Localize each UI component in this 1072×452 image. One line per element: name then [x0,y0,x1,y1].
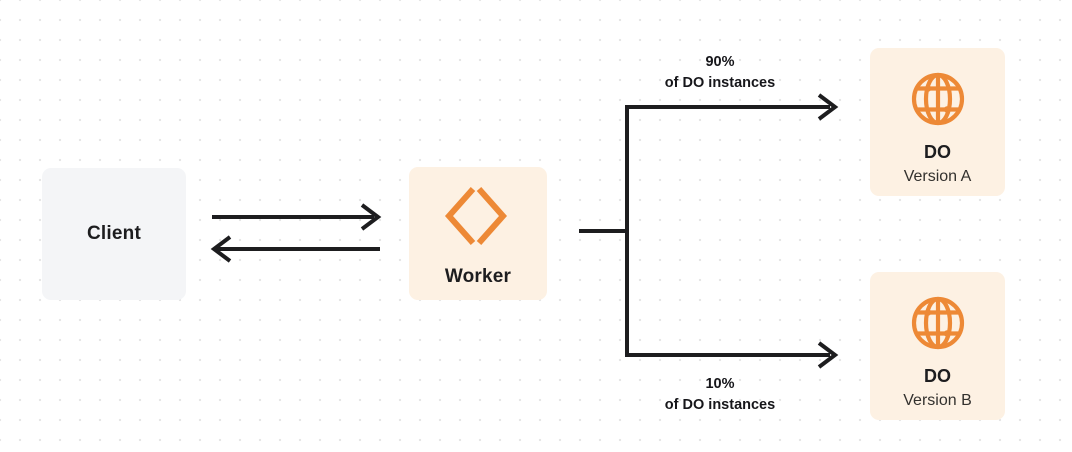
cloudflare-workers-icon [442,185,514,247]
node-do-version-a-label: DO [924,142,951,163]
node-do-version-a-sublabel: Version A [903,167,972,185]
node-do-version-b-label: DO [924,366,951,387]
node-client-label: Client [87,223,141,245]
node-client[interactable]: Client [42,168,186,300]
edge-worker-fork [579,105,629,357]
edge-client-to-worker [212,203,382,231]
edge-worker-to-client [210,235,380,263]
durable-object-globe-icon [909,62,967,128]
durable-object-globe-icon [909,286,967,352]
node-do-version-a[interactable]: DO Version A [870,48,1005,196]
edge-label-10-percent-value: 10% [705,376,735,392]
edge-label-10-percent: 10% of DO instances [630,374,810,416]
edge-label-90-percent-caption: of DO instances [664,75,776,92]
node-worker-label: Worker [444,265,512,287]
edge-label-90-percent-value: 90% [705,54,735,70]
edge-label-90-percent: 90% of DO instances [630,52,810,94]
edge-worker-to-do-a [625,93,839,121]
edge-worker-to-do-b [625,341,839,369]
edge-label-10-percent-caption: of DO instances [664,397,776,414]
node-worker[interactable]: Worker [409,167,547,300]
node-do-version-b-sublabel: Version B [903,391,972,409]
node-do-version-b[interactable]: DO Version B [870,272,1005,420]
